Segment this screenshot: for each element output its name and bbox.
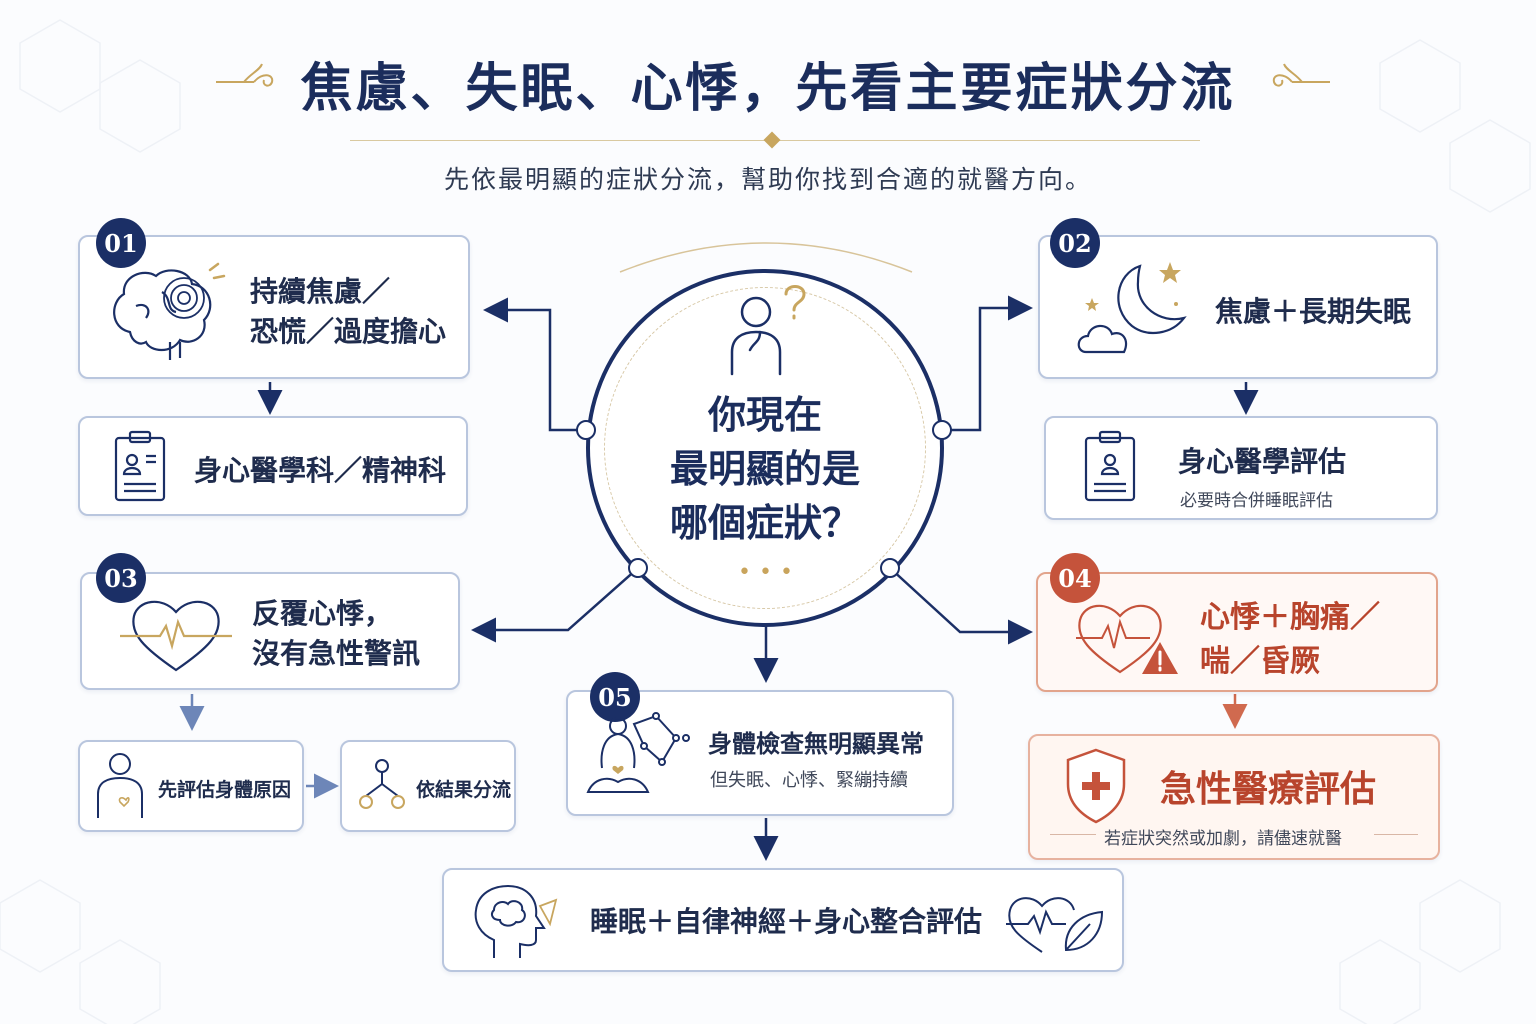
box-03-line-1: 反覆心悸， [252, 597, 393, 630]
clipboard-icon [114, 430, 166, 502]
heart-leaf-icon [1006, 897, 1104, 953]
center-line-3: 哪個症狀？ [669, 500, 860, 545]
center-inner-ring [604, 287, 926, 609]
right-ornament-icon [1272, 63, 1330, 87]
box-02-result-note: 必要時合併睡眠評估 [1180, 491, 1333, 511]
center-line-1: 你現在 [707, 392, 822, 437]
note-rule-right [1374, 834, 1418, 835]
box-01-text: 持續焦慮／ 恐慌／過度擔心 [250, 272, 446, 352]
box-04-result-note: 若症狀突然或加劇，請儘速就醫 [1104, 829, 1342, 849]
box-01-result-label: 身心醫學科／精神科 [194, 454, 447, 487]
badge-01: 01 [96, 218, 146, 268]
thinking-person-icon [730, 285, 806, 376]
box-03-palpitations [80, 572, 460, 690]
medical-shield-icon [1066, 748, 1126, 824]
connector-node-lower-left [628, 558, 648, 578]
moon-cloud-icon [1077, 262, 1187, 354]
box-03-step-2 [340, 740, 516, 832]
center-line-2: 最明顯的是 [669, 446, 860, 491]
center-question: 你現在 最明顯的是 哪個症狀？ [590, 388, 940, 550]
box-02-result-label: 身心醫學評估 [1178, 445, 1347, 478]
heartbeat-icon [120, 600, 232, 672]
badge-03: 03 [96, 553, 146, 603]
head-brain-icon [474, 884, 558, 958]
heart-warning-icon [1076, 604, 1178, 674]
box-02-label: 焦慮＋長期失眠 [1215, 295, 1412, 328]
box-05-result-label: 睡眠＋自律神經＋身心整合評估 [590, 905, 983, 938]
badge-05: 05 [590, 672, 640, 722]
clipboard-icon [1084, 430, 1136, 502]
badge-04: 04 [1050, 553, 1100, 603]
box-03-step-2-label: 依結果分流 [416, 779, 512, 801]
box-03-text: 反覆心悸， 沒有急性警訊 [252, 594, 420, 674]
box-04-chest-pain [1036, 572, 1438, 692]
box-01-line-1: 持續焦慮／ [250, 275, 391, 308]
box-04-result-label: 急性醫療評估 [1160, 768, 1377, 810]
branch-icon [359, 759, 405, 809]
box-02-insomnia [1038, 235, 1438, 379]
connector-node-lower-right [880, 558, 900, 578]
page-subtitle: 先依最明顯的症狀分流，幫助你找到合適的就醫方向。 [443, 165, 1092, 194]
box-01-anxiety [78, 235, 470, 379]
box-05-note: 但失眠、心悸、緊繃持續 [710, 770, 908, 791]
connector-node-left [576, 420, 596, 440]
box-05-label: 身體檢查無明顯異常 [708, 729, 924, 758]
box-04-text: 心悸＋胸痛／ 喘／昏厥 [1200, 596, 1380, 684]
person-body-icon [97, 753, 143, 818]
box-01-line-2: 恐慌／過度擔心 [250, 315, 447, 348]
meditation-icon [586, 712, 690, 793]
ellipsis-dots: ••• [738, 560, 801, 585]
box-04-line-2: 喘／昏厥 [1200, 644, 1320, 679]
left-ornament-icon [216, 63, 274, 87]
page-title: 焦慮、失眠、心悸，先看主要症狀分流 [300, 58, 1236, 119]
brain-icon [113, 262, 226, 360]
note-rule-left [1050, 834, 1096, 835]
box-03-step-1-label: 先評估身體原因 [158, 779, 292, 801]
box-03-line-2: 沒有急性警訊 [252, 637, 421, 670]
connector-node-right [932, 420, 952, 440]
box-04-line-1: 心悸＋胸痛／ [1200, 600, 1380, 635]
badge-02: 02 [1050, 218, 1100, 268]
